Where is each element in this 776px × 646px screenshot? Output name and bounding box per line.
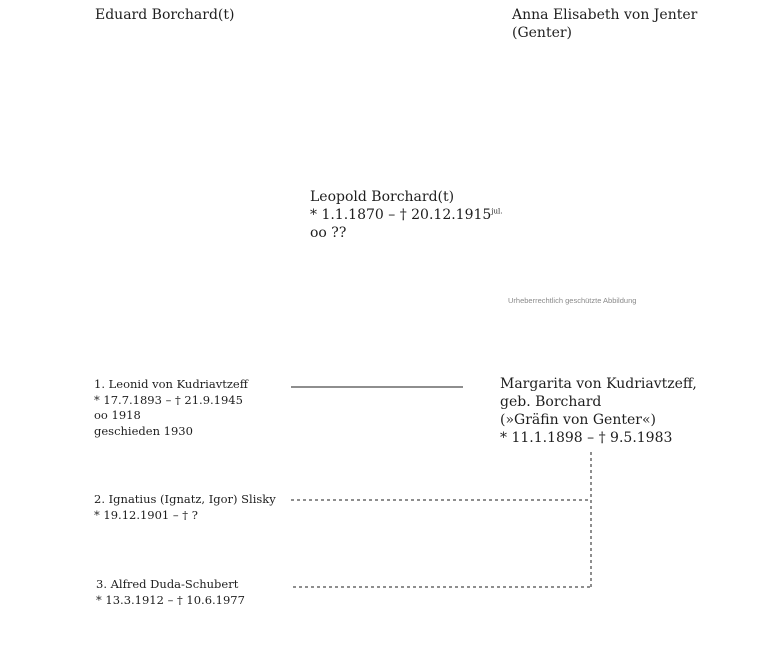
person-dates: * 19.12.1901 – † ? <box>94 507 198 522</box>
person-dates: * 1.1.1870 – † 20.12.1915jul. <box>310 206 502 224</box>
person-ignatius-slisky: 2. Ignatius (Ignatz, Igor) Slisky * 19.1… <box>94 492 276 523</box>
person-name: Anna Elisabeth von Jenter <box>512 7 698 23</box>
copyright-caption: Urheberrechtlich geschützte Abbildung <box>508 296 637 305</box>
julian-calendar-note: jul. <box>491 207 503 216</box>
person-title: (»Gräfin von Genter«) <box>500 412 656 428</box>
person-name-alt: (Genter) <box>512 25 573 41</box>
person-birth-name: geb. Borchard <box>500 394 602 410</box>
person-margarita-von-kudriavtzeff: Margarita von Kudriavtzeff, geb. Borchar… <box>500 375 697 447</box>
person-name: 1. Leonid von Kudriavtzeff <box>94 377 248 391</box>
person-eduard-borchardt: Eduard Borchard(t) <box>95 6 234 24</box>
person-divorce: geschieden 1930 <box>94 423 193 438</box>
person-name: 3. Alfred Duda-Schubert <box>96 577 239 591</box>
person-dates: * 17.7.1893 – † 21.9.1945 <box>94 392 243 407</box>
person-name: Eduard Borchard(t) <box>95 7 235 23</box>
person-anna-elisabeth-von-jenter: Anna Elisabeth von Jenter (Genter) <box>512 6 697 42</box>
person-dates-text: * 1.1.1870 – † 20.12.1915 <box>310 207 492 223</box>
person-marriage: oo ?? <box>310 225 347 241</box>
person-marriage: oo 1918 <box>94 408 141 422</box>
person-name: 2. Ignatius (Ignatz, Igor) Slisky <box>94 492 276 506</box>
person-alfred-duda-schubert: 3. Alfred Duda-Schubert * 13.3.1912 – † … <box>96 577 245 608</box>
person-name: Margarita von Kudriavtzeff, <box>500 376 697 392</box>
person-dates: * 13.3.1912 – † 10.6.1977 <box>96 592 245 607</box>
person-dates: * 11.1.1898 – † 9.5.1983 <box>500 430 673 446</box>
person-name: Leopold Borchard(t) <box>310 189 455 205</box>
person-leonid-von-kudriavtzeff: 1. Leonid von Kudriavtzeff * 17.7.1893 –… <box>94 377 248 439</box>
person-leopold-borchardt: Leopold Borchard(t) * 1.1.1870 – † 20.12… <box>310 188 502 242</box>
